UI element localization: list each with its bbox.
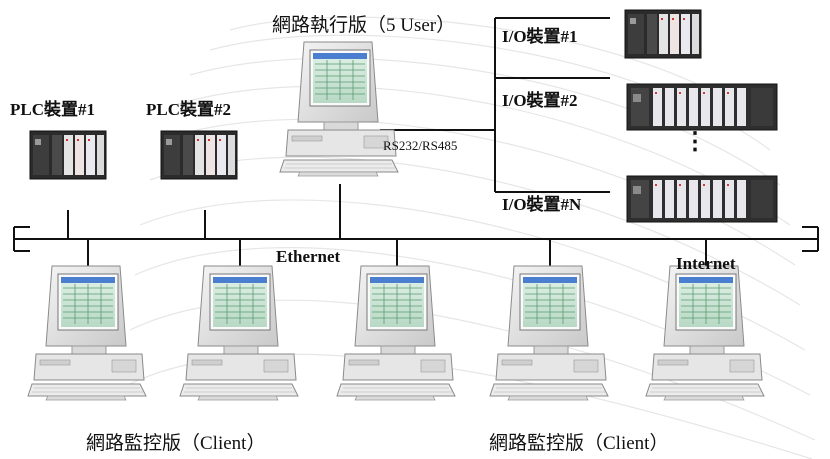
- ellipsis-marker: ⋮: [683, 129, 707, 155]
- server-title: 網路執行版（5 User）: [272, 15, 456, 36]
- internet-label: Internet: [676, 254, 736, 273]
- plc-device-1: [29, 130, 107, 180]
- ethernet-label: Ethernet: [276, 247, 341, 266]
- client-computer: [645, 265, 765, 401]
- client-computer: [179, 265, 299, 401]
- client-caption-right: 網路監控版（Client）: [489, 433, 669, 454]
- client-computer: [27, 265, 147, 401]
- io-label-n: I/O裝置#N: [502, 195, 582, 214]
- plc-label-1: PLC裝置#1: [10, 100, 95, 119]
- plc-device-2: [160, 130, 238, 180]
- serial-link-label: RS232/RS485: [383, 138, 458, 153]
- io-device-n: [626, 175, 778, 223]
- io-device-1: [624, 9, 702, 59]
- client-caption-left: 網路監控版（Client）: [86, 433, 266, 454]
- client-computer: [336, 265, 456, 401]
- io-device-2: [626, 83, 778, 131]
- client-computer: [489, 265, 609, 401]
- io-label-2: I/O裝置#2: [502, 91, 578, 110]
- plc-label-2: PLC裝置#2: [146, 100, 231, 119]
- io-label-1: I/O裝置#1: [502, 27, 578, 46]
- server-computer: [279, 41, 399, 177]
